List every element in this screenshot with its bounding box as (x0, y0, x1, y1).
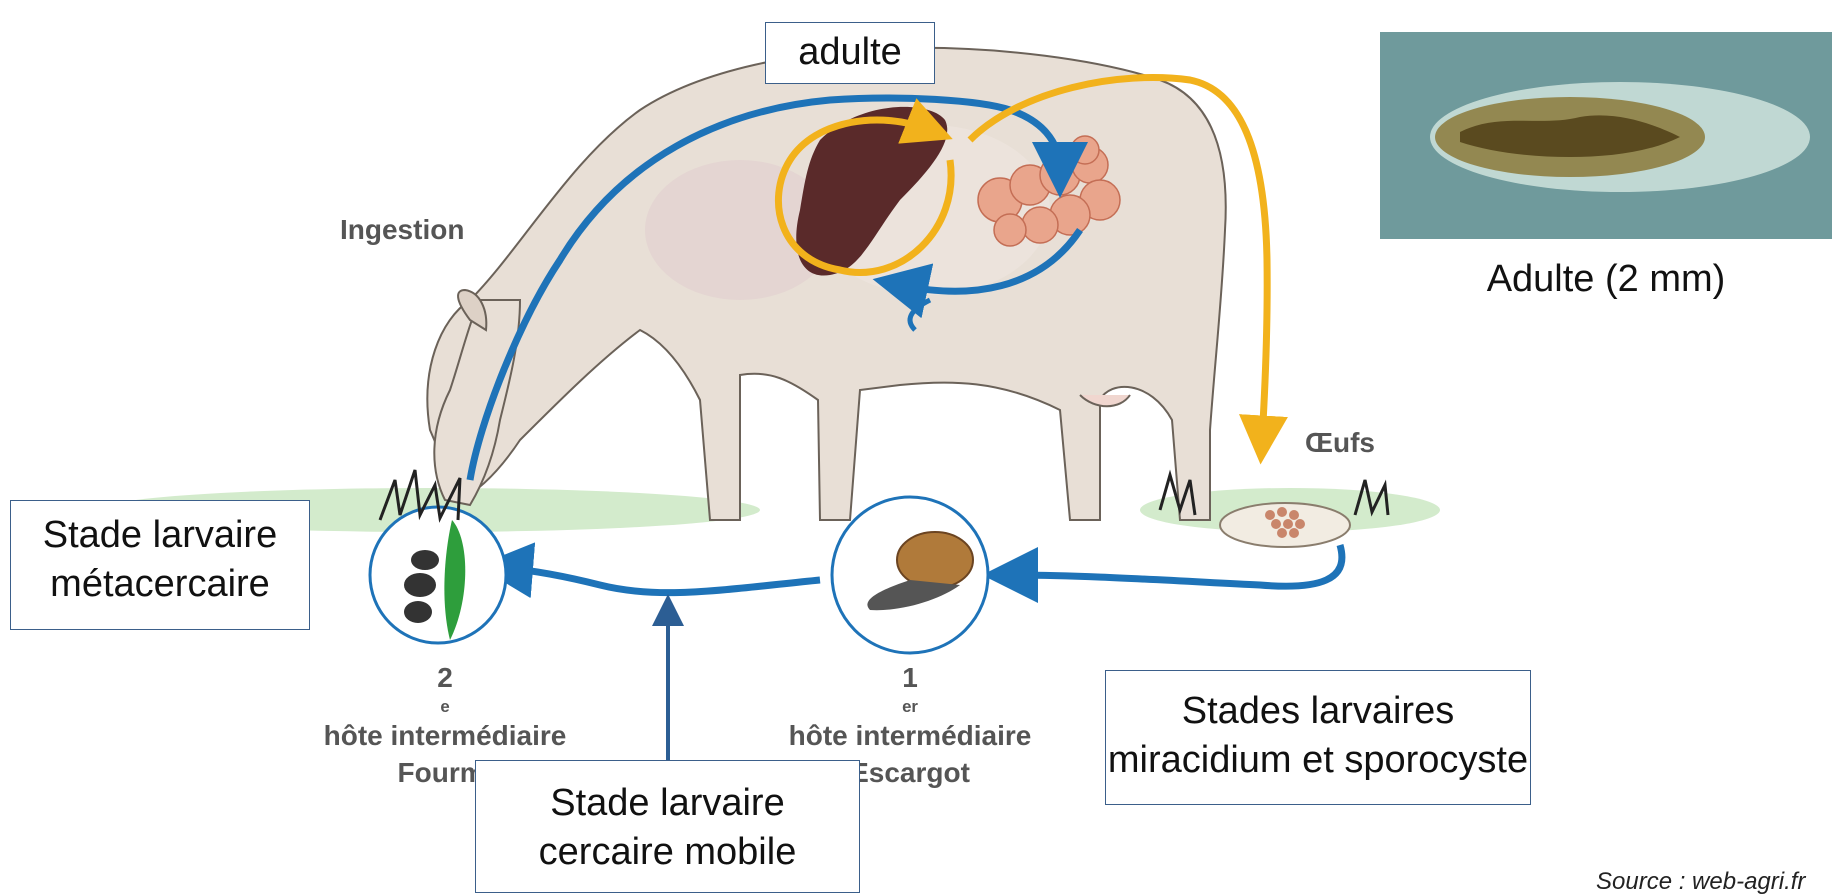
metacercaria-box: Stade larvaire métacercaire (10, 500, 310, 630)
eggs-label: Œufs (1305, 425, 1375, 461)
adult-photo (1380, 32, 1832, 239)
ingestion-label: Ingestion (340, 212, 464, 248)
miracidium-box: Stades larvaires miracidium et sporocyst… (1105, 670, 1531, 805)
snail-host-circle (832, 497, 988, 653)
cercaria-box: Stade larvaire cercaire mobile (475, 760, 860, 893)
photo-caption: Adulte (2 mm) (1380, 258, 1832, 301)
ant-host-circle (370, 507, 506, 643)
adult-label: adulte (766, 23, 934, 81)
egg-to-snail-arrow (1010, 545, 1342, 586)
adult-label-box: adulte (765, 22, 935, 84)
snail-to-ant-arrow (505, 568, 820, 593)
dung-pile (1220, 503, 1350, 547)
fluke-image (1380, 32, 1832, 239)
source-note: Source : web-agri.fr (1596, 868, 1805, 896)
